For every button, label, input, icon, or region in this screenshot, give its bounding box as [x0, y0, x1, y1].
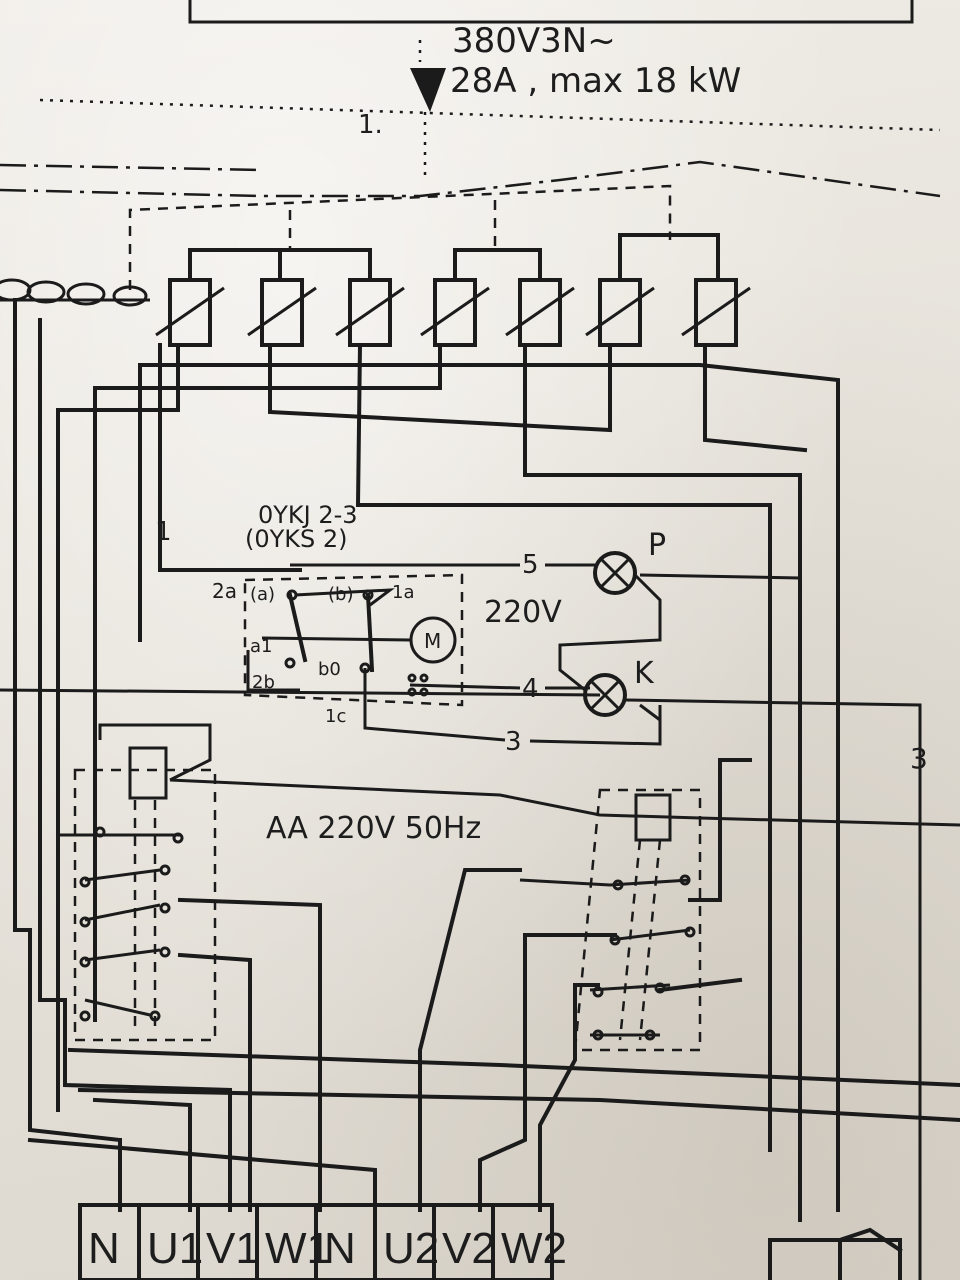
route-V1 [177, 952, 252, 1212]
route-right-2 [657, 977, 743, 993]
faint-dotted-line [39, 98, 941, 132]
bus-5 [355, 342, 772, 1152]
heater-element-diagonal-7 [681, 286, 751, 337]
pilot-lamp-p-icon [593, 551, 637, 595]
terminal-cell-8 [491, 1203, 554, 1280]
contact-a-node [286, 589, 298, 601]
motor-feed [261, 636, 411, 642]
lamp-p-out [639, 573, 801, 580]
wire-number-3: 3 [505, 727, 522, 757]
coil-supply-line [169, 778, 960, 827]
heater-element-diagonal-1 [155, 286, 225, 337]
contact-lever-b [365, 592, 375, 673]
contact-2b-line [246, 650, 300, 692]
terminal-label-1: N [88, 1224, 120, 1273]
top-box-edge [188, 0, 914, 24]
heater-element-diagonal-5 [505, 286, 575, 337]
route-W1 [177, 897, 322, 1212]
lamp-k-out [624, 698, 922, 1280]
contact-a1-label: a1 [250, 636, 272, 657]
route-U1 [92, 1097, 192, 1212]
contact-lever-a [287, 592, 308, 663]
contact-2b-label: 2b [252, 672, 275, 693]
contact-b0-label: b0 [318, 659, 341, 680]
motor-symbol [409, 616, 457, 664]
heating-elements [155, 278, 751, 347]
contactor-left-feed [0, 688, 601, 697]
contactor-right [519, 788, 702, 1052]
bus-8 [158, 343, 302, 572]
route-N2 [27, 1137, 377, 1212]
bus-1 [138, 363, 840, 1212]
left-resistor-chain [0, 278, 150, 307]
controller-outline [243, 573, 464, 707]
terminal-label-3: V1 [206, 1224, 260, 1273]
contactor-left [0, 688, 601, 1042]
wire-number-5: 5 [522, 550, 539, 580]
route-U2 [418, 868, 522, 1212]
supply-line-marker: 1. [358, 110, 383, 140]
terminal-label-5: N [324, 1224, 356, 1273]
heater-element-diagonal-6 [585, 286, 655, 337]
controller-voltage-label: 220V [484, 595, 562, 630]
contact-1a-label: 1a [392, 582, 414, 603]
controller-wire-3 [363, 668, 506, 742]
bus-7 [703, 343, 808, 453]
heater-bridge-2 [453, 248, 542, 282]
contact-1c-label: 1c [325, 706, 346, 727]
supply-arrow-icon [410, 68, 446, 112]
terminal-label-2: U1 [147, 1224, 203, 1273]
contact-b0-node [359, 662, 371, 674]
bus-6 [523, 343, 802, 1222]
wire-3-to-lamp [529, 705, 662, 746]
terminal-label-6: U2 [383, 1224, 439, 1273]
wire-number-4: 4 [522, 674, 539, 704]
bus-2 [93, 343, 442, 1022]
route-W2 [538, 983, 600, 1212]
left-outer-2 [38, 318, 232, 1212]
route-cross-2 [77, 1087, 960, 1123]
terminal-label-8: W2 [501, 1224, 567, 1273]
contact-a-label: (a) [250, 584, 275, 605]
controller-bridge [294, 588, 395, 607]
contact-b-label: (b) [328, 584, 353, 605]
controller-model-line1: 0YKJ 2-3 [258, 501, 358, 529]
controller-wire-4 [409, 683, 521, 690]
lamp-p-label: P [648, 528, 666, 563]
bus-3 [56, 343, 180, 1112]
heater-element-diagonal-4 [420, 286, 490, 337]
contactor-left-coil-icon [128, 746, 168, 800]
controller-model-line2: (0YKS 2) [245, 525, 348, 553]
route-cross [67, 1047, 960, 1088]
supply-distribution [128, 184, 672, 290]
heater-element-diagonal-3 [335, 286, 405, 337]
motor-label: M [424, 629, 441, 653]
lamp-k-label: K [634, 656, 655, 691]
left-outer-1 [13, 298, 122, 1212]
enclosure-boundary-upper [0, 163, 261, 172]
right-terminal-block [768, 1238, 902, 1280]
enclosure-boundary-top [0, 160, 941, 198]
lamp-interconnect [558, 573, 662, 692]
right-terminal-notch [838, 1227, 903, 1280]
contactor-coil-label: AA 220V 50Hz [266, 811, 481, 846]
bus-4 [268, 343, 612, 433]
supply-current-label: 28A , max 18 kW [450, 61, 741, 101]
heater-bridge-3 [618, 233, 720, 282]
heater-element-diagonal-2 [247, 286, 317, 337]
contact-b-node [362, 589, 374, 601]
wire-number-3-right: 3 [910, 742, 928, 775]
route-right-1 [688, 758, 752, 902]
terminal-label-7: V2 [442, 1224, 496, 1273]
supply-voltage-label: 380V3N~ [452, 21, 616, 61]
contact-a1-node [284, 657, 296, 669]
wire-number-1: 1 [155, 517, 172, 547]
lamp-k-tail [639, 703, 661, 722]
terminal-label-4: W1 [265, 1224, 331, 1273]
contact-2a-label: 2a [212, 579, 237, 603]
route-V2 [478, 933, 617, 1212]
